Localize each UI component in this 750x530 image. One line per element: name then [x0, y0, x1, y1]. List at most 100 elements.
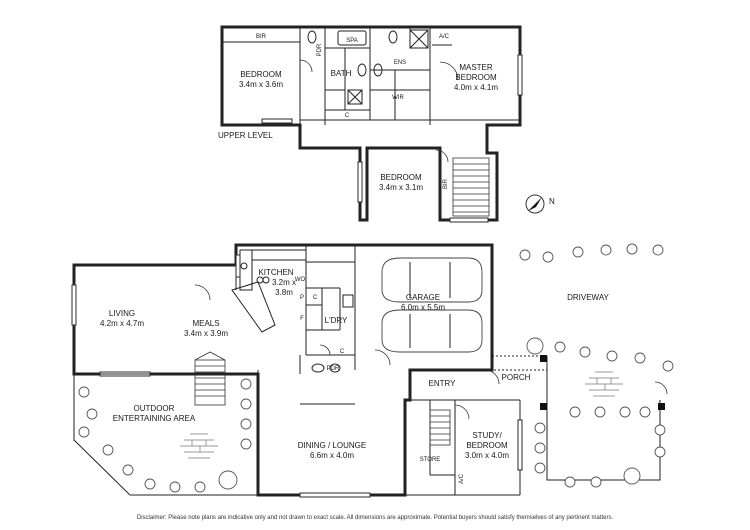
cupboard2-label: C — [340, 349, 345, 355]
shower-icon — [347, 89, 363, 105]
upper-level: BIR PDR SPA BATH C ENS WIR A/C BEDROOM 3… — [218, 25, 523, 223]
study-name: STUDY/ — [472, 431, 502, 440]
garage-size: 6.0m x 5.5m — [401, 303, 445, 312]
meals-name: MEALS — [192, 319, 219, 328]
door-swing — [435, 149, 449, 163]
ac-label: A/C — [439, 34, 450, 40]
post — [540, 403, 547, 410]
laundry-label: L'DRY — [325, 316, 348, 325]
garage-name: GARAGE — [406, 293, 440, 302]
master-bedroom-size: 4.0m x 4.1m — [454, 83, 498, 92]
tree-icon — [122, 464, 134, 476]
upper-level-walls — [220, 25, 522, 222]
door-swing — [374, 349, 391, 366]
living-size: 4.2m x 4.7m — [100, 319, 144, 328]
tree-icon — [606, 350, 618, 362]
door-swing — [484, 369, 500, 385]
master-bedroom-name2: BEDROOM — [455, 73, 497, 82]
tree-icon — [654, 446, 666, 458]
toilet-icon — [311, 363, 325, 373]
tree-icon — [240, 398, 252, 410]
bedroom-size: 3.4m x 3.6m — [239, 80, 283, 89]
bir2-label: BIR — [443, 178, 449, 189]
outdoor-name: OUTDOOR — [134, 404, 175, 413]
north-arrow-icon — [528, 197, 542, 211]
toilet-icon — [307, 30, 317, 44]
window — [71, 284, 77, 326]
ensuite-label: ENS — [394, 60, 406, 66]
ground-stairs — [194, 351, 451, 446]
paver-pattern — [180, 371, 623, 459]
study-name2: BEDROOM — [466, 441, 508, 450]
tree-icon — [626, 243, 638, 255]
laundry-tub — [342, 294, 354, 308]
kitchen-size: 3.2m x — [272, 278, 296, 287]
entry-label: ENTRY — [429, 379, 457, 388]
wo-label: WO — [295, 277, 306, 283]
wir-label: WIR — [392, 95, 404, 101]
dining-name: DINING / LOUNGE — [298, 441, 366, 450]
spa-label: SPA — [346, 38, 358, 44]
tree-icon — [572, 246, 584, 258]
upper-level-label: UPPER LEVEL — [218, 131, 273, 140]
bedroom2-size: 3.4m x 3.1m — [379, 183, 423, 192]
tree-icon — [639, 406, 651, 418]
disclaimer: Disclaimer: Please note plans are indica… — [136, 515, 614, 521]
outdoor-area-outline — [73, 373, 259, 496]
tree-icon — [144, 478, 156, 490]
kitchen-bench — [251, 249, 307, 261]
toilet-icon — [388, 30, 398, 44]
door-swing — [299, 59, 313, 73]
cupboard-label: C — [313, 295, 318, 301]
pdr-label: PDR — [327, 366, 340, 372]
master-bedroom-name: MASTER — [459, 63, 493, 72]
window — [517, 54, 523, 96]
meals-size: 3.4m x 3.9m — [184, 329, 228, 338]
porch-label: PORCH — [502, 373, 531, 382]
tree-icon — [218, 470, 238, 490]
bedroom2-name: BEDROOM — [380, 173, 422, 182]
cooktop-icon — [262, 276, 270, 284]
car-icon — [381, 309, 483, 353]
living-name: LIVING — [109, 309, 135, 318]
basin-icon — [373, 63, 383, 77]
window — [449, 217, 489, 223]
kitchen-name: KITCHEN — [258, 268, 293, 277]
door-swing — [454, 404, 470, 420]
window — [261, 118, 293, 124]
tree-icon — [652, 244, 664, 256]
tree-icon — [634, 352, 646, 364]
tree-icon — [86, 408, 98, 420]
bir-label: BIR — [256, 34, 267, 40]
pdr-label: PDR — [317, 43, 323, 56]
kitchen-size2: 3.8m — [275, 288, 293, 297]
compass: N — [525, 194, 555, 214]
tree-icon — [240, 438, 252, 450]
post — [540, 355, 547, 362]
tree-icon — [654, 424, 666, 436]
window — [357, 161, 363, 203]
tree-icon — [534, 442, 546, 454]
door-swing — [439, 61, 459, 81]
window — [235, 254, 241, 278]
pantry-label: P — [300, 295, 304, 301]
tree-icon — [526, 337, 544, 355]
ac-label: A/C — [459, 473, 465, 484]
window — [517, 419, 523, 471]
study-size: 3.0m x 4.0m — [465, 451, 509, 460]
tree-icon — [594, 406, 606, 418]
tree-icon — [102, 444, 114, 456]
car-icon — [381, 257, 483, 303]
bedroom-name: BEDROOM — [240, 70, 282, 79]
tree-icon — [240, 378, 252, 390]
tree-icon — [534, 462, 546, 474]
tree-icon — [590, 476, 602, 488]
ground-level: KITCHEN 3.2m x 3.8m WO P C F C L'DRY PDR… — [71, 243, 674, 498]
compass-label: N — [549, 197, 555, 206]
tree-icon — [169, 481, 181, 493]
upper-stairs — [452, 157, 490, 217]
driveway-label: DRIVEWAY — [567, 293, 609, 302]
shower-icon — [409, 29, 429, 49]
post — [658, 403, 665, 410]
tree-icon — [662, 360, 674, 372]
